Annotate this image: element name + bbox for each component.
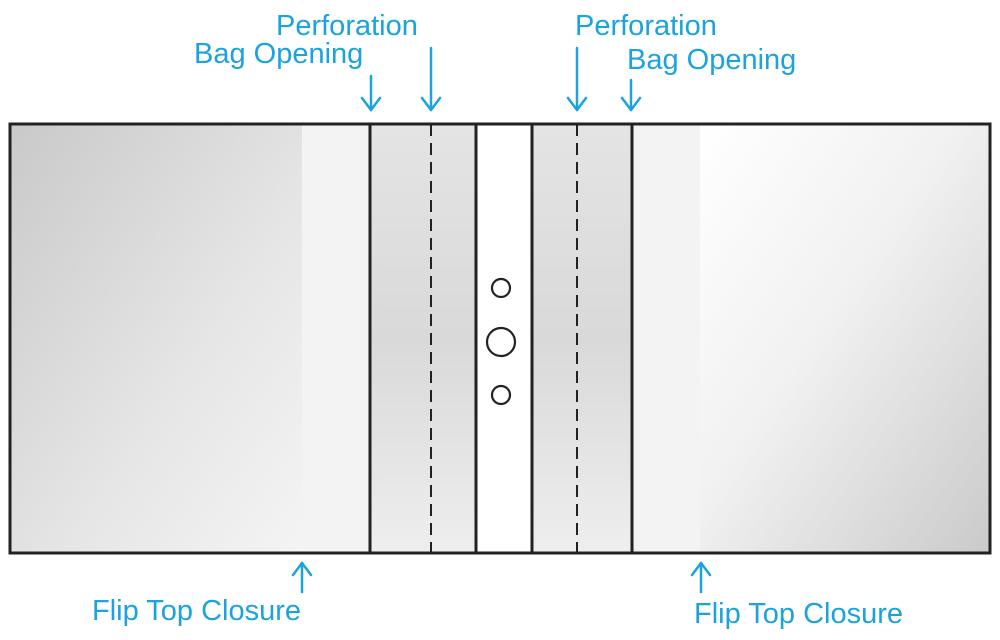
- right-bag-opening-label: Bag Opening: [627, 44, 797, 76]
- left-bag-opening-label: Bag Opening: [194, 38, 364, 70]
- left-flip-top-arrow: [291, 561, 313, 594]
- hang-hole-top: [490, 277, 512, 299]
- right-perforation-arrow: [566, 46, 588, 112]
- bag-outline: [8, 122, 992, 555]
- left-bag-opening-arrow: [360, 74, 382, 112]
- hang-hole-center: [485, 326, 517, 358]
- left-perforation-label: Perforation: [276, 10, 418, 42]
- hang-hole-bottom: [490, 384, 512, 406]
- left-perforation-arrow: [420, 46, 442, 112]
- left-flip-top-seal-band: [302, 124, 370, 553]
- right-flip-top-seal-band: [632, 124, 700, 553]
- right-perforation-label: Perforation: [575, 10, 717, 42]
- right-flip-top-panel: [700, 124, 990, 553]
- right-flip-top-arrow: [690, 561, 712, 594]
- left-flip-top-panel: [10, 124, 302, 553]
- right-bag-opening-strip: [532, 124, 632, 553]
- left-flip-top-closure-label: Flip Top Closure: [92, 595, 302, 627]
- right-flip-top-closure-label: Flip Top Closure: [694, 598, 904, 630]
- left-bag-opening-strip: [370, 124, 476, 553]
- right-bag-opening-arrow: [620, 78, 642, 112]
